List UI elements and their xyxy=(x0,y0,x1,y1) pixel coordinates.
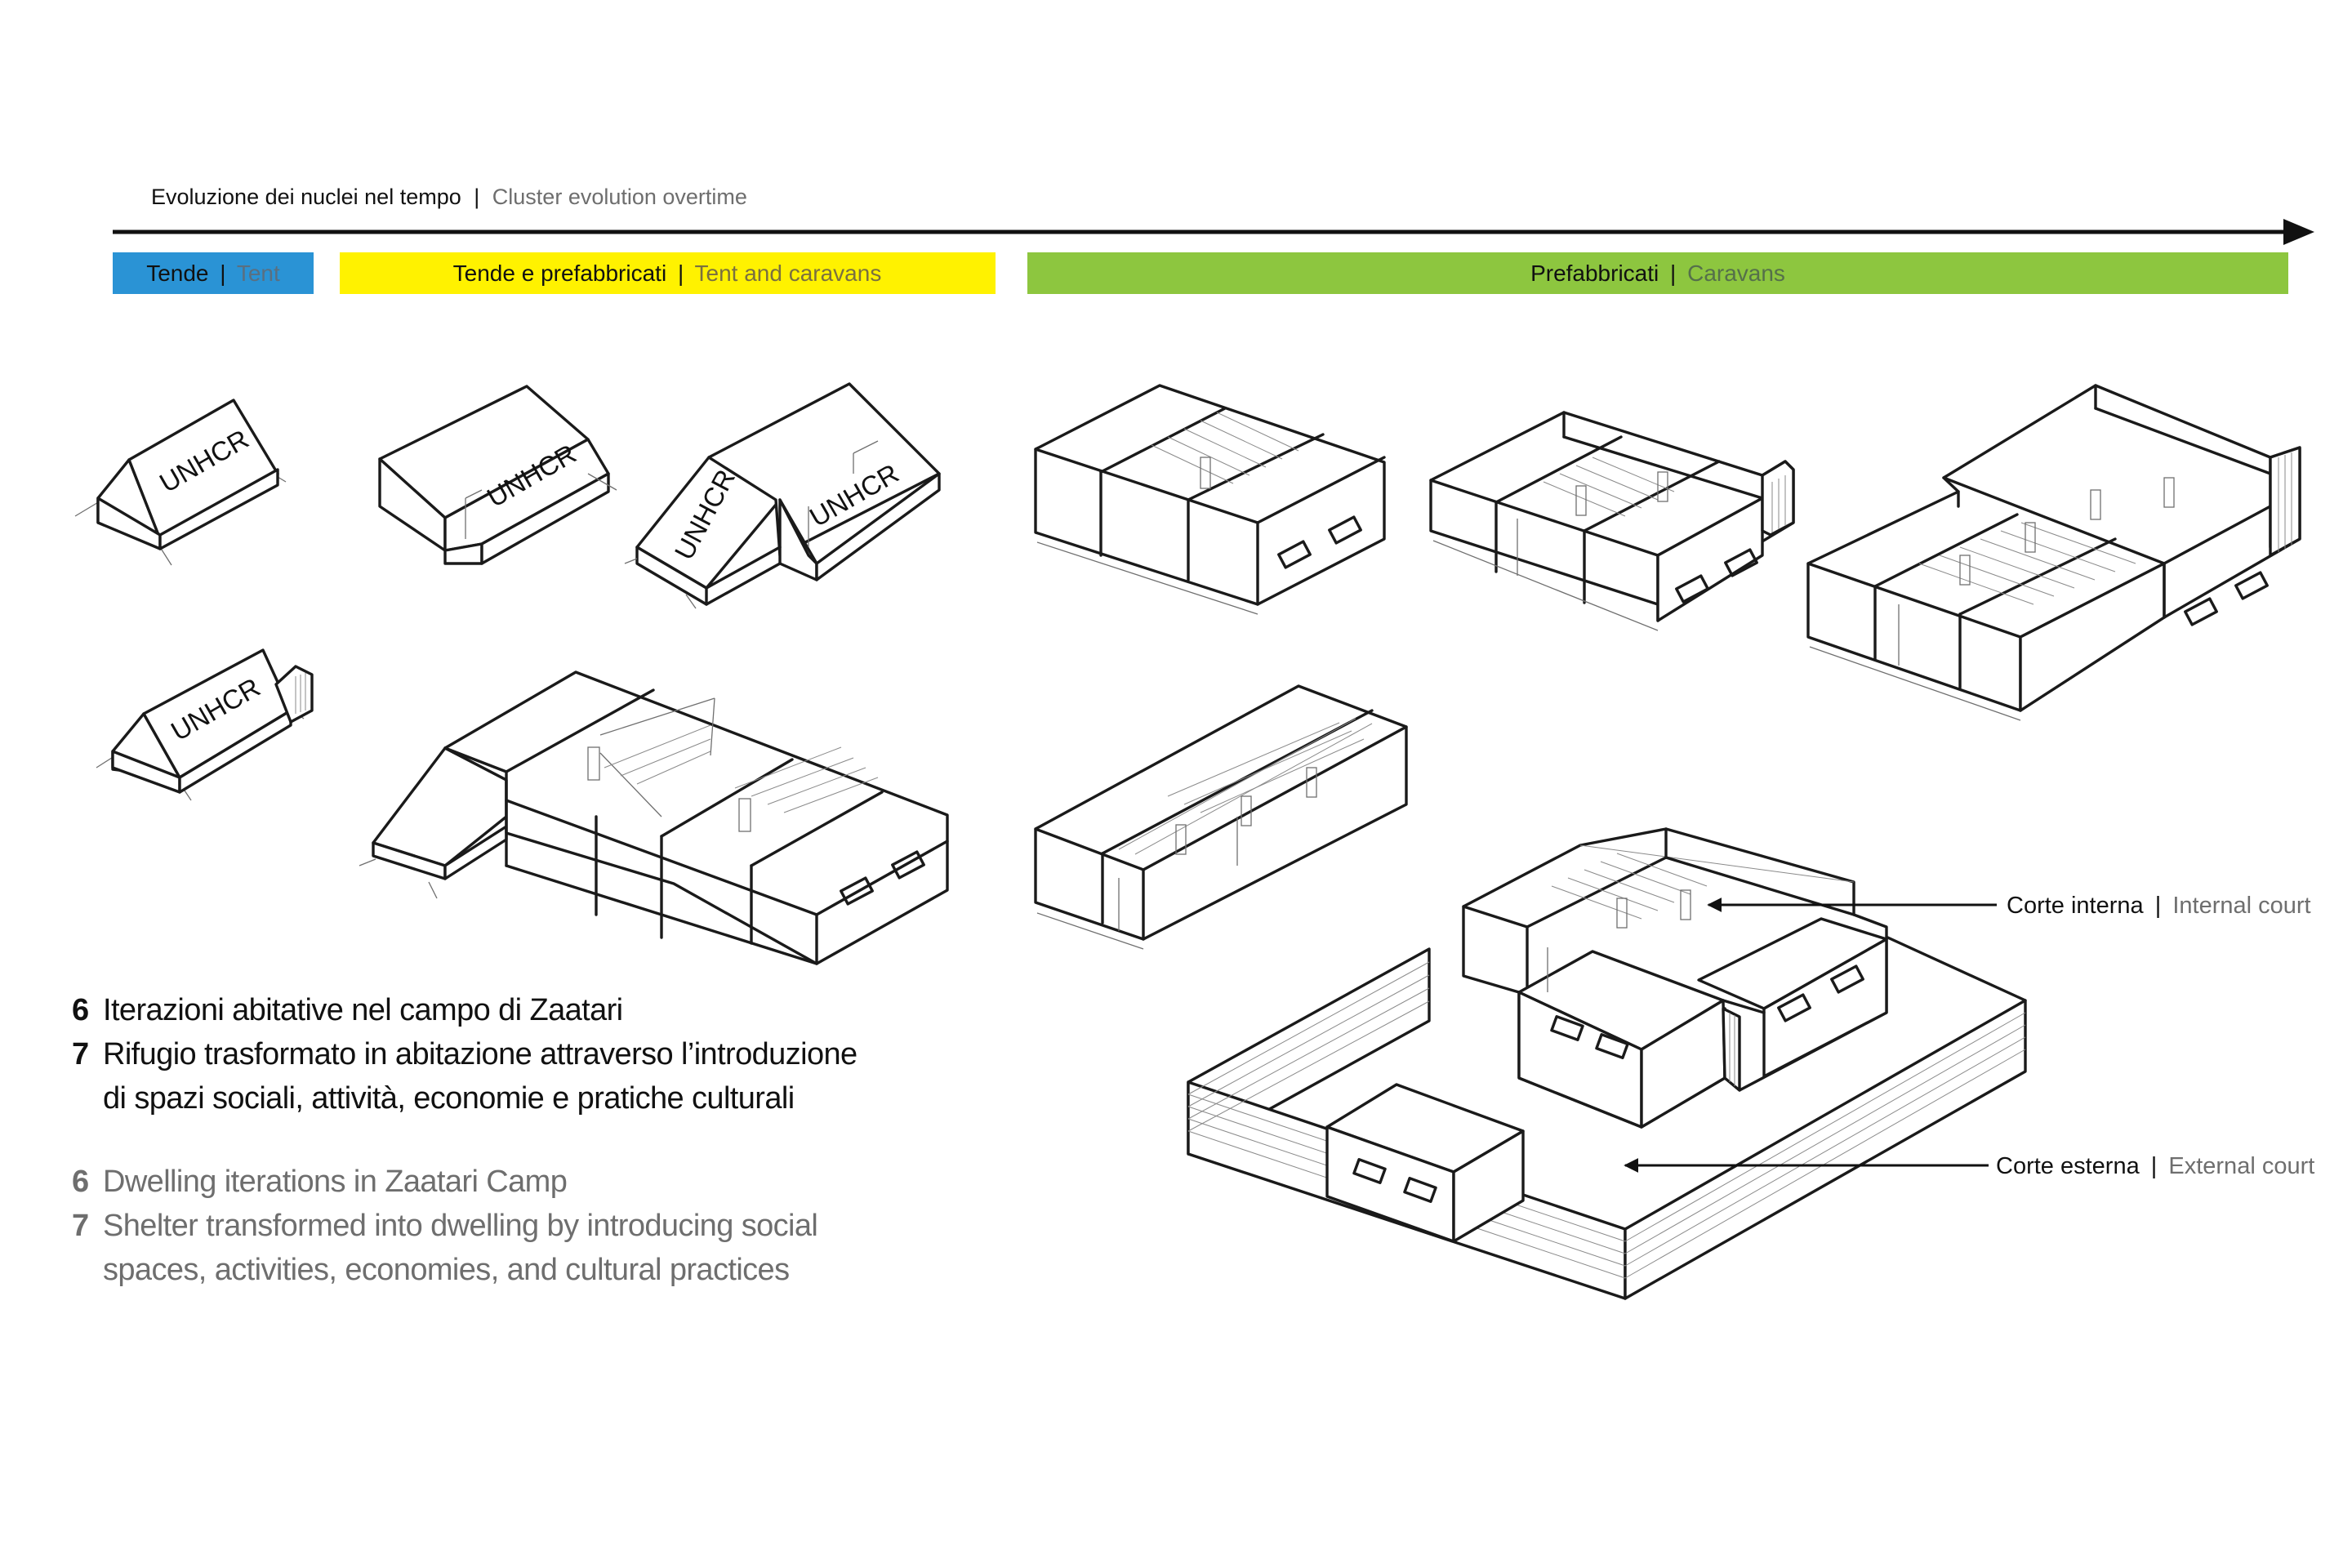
annotation-external-court: Corte esterna | External court xyxy=(1624,1153,2314,1179)
courtyard-cluster xyxy=(1187,827,2027,1300)
svg-text:Corte esterna | Ex: Corte esterna | External court xyxy=(1996,1153,2314,1179)
caption-block: 6 Iterazioni abitative nel campo di Zaata… xyxy=(72,988,970,1292)
svg-text:Corte interna | In: Corte interna | Internal court xyxy=(2007,893,2311,919)
phase-bar-caravans: Prefabbricati | Caravans xyxy=(1027,252,2288,294)
caption-text: Dwelling iterations in Zaatari Camp xyxy=(103,1165,568,1199)
tent-long-block: UNHCR xyxy=(378,385,617,565)
caption-it-7: 7 Rifugio trasformato in abitazione attra… xyxy=(72,1032,970,1076)
tent-and-caravans-cluster xyxy=(359,670,949,965)
svg-text:Tende | Tent: Tende | Tent xyxy=(146,261,280,286)
svg-text:Evoluzione dei nuclei nel temp: Evoluzione dei nuclei nel tempo | Cluste… xyxy=(151,185,747,209)
phase-mixed-label-it: Tende e prefabbricati xyxy=(453,261,667,286)
phase-caravans-label-en: Caravans xyxy=(1687,261,1785,286)
phase-mixed-label-en: Tent and caravans xyxy=(695,261,882,286)
external-court-label-it: Corte esterna xyxy=(1996,1153,2140,1179)
internal-court-label-it: Corte interna xyxy=(2007,893,2145,919)
caption-en-7: 7 Shelter transformed into dwelling by in… xyxy=(72,1204,970,1248)
header-separator: | xyxy=(474,185,479,209)
tent-double: UNHCR UNHCR xyxy=(624,382,941,609)
caption-text: Iterazioni abitative nel campo di Zaatar… xyxy=(103,993,623,1027)
caption-it-7-continued: di spazi sociali, attività, economie e p… xyxy=(103,1081,795,1116)
phase-bar-tent-and-caravans: Tende e prefabbricati | Tent and caravan… xyxy=(340,252,996,294)
caption-en-7-continued: spaces, activities, economies, and cultu… xyxy=(103,1253,790,1287)
timeline-arrow xyxy=(113,219,2314,245)
header-title-it: Evoluzione dei nuclei nel tempo xyxy=(151,185,461,209)
phase-tent-label-en: Tent xyxy=(237,261,280,286)
caption-number: 7 xyxy=(72,1209,89,1243)
caravans-cluster-2 xyxy=(1429,411,1795,631)
caption-it-6: 6 Iterazioni abitative nel campo di Zaata… xyxy=(72,988,970,1032)
caption-en-6: 6 Dwelling iterations in Zaatari Camp xyxy=(72,1160,970,1204)
caption-number: 7 xyxy=(72,1037,89,1071)
internal-court-label-en: Internal court xyxy=(2172,893,2310,919)
caption-number: 6 xyxy=(72,993,89,1027)
tent-single: UNHCR xyxy=(74,399,287,566)
phase-tent-label-it: Tende xyxy=(146,261,208,286)
caption-text: Rifugio trasformato in abitazione attrav… xyxy=(103,1037,858,1071)
caravans-linear xyxy=(1034,684,1408,950)
svg-text:Prefabbricati | Ca: Prefabbricati | Caravans xyxy=(1530,261,1785,286)
caravans-cluster-3 xyxy=(1806,384,2301,721)
phase-bar-tent: Tende | Tent xyxy=(113,252,314,294)
external-court-label-en: External court xyxy=(2168,1153,2314,1179)
caravans-cluster-1 xyxy=(1034,384,1386,615)
arrowhead-icon xyxy=(2283,219,2314,245)
tent-with-annex: UNHCR xyxy=(96,648,314,801)
header-title-en: Cluster evolution overtime xyxy=(492,185,747,209)
phase-caravans-label-it: Prefabbricati xyxy=(1530,261,1659,286)
annotation-internal-court: Corte interna | Internal court xyxy=(1707,893,2311,919)
timeline-header: Evoluzione dei nuclei nel tempo | Cluste… xyxy=(151,185,747,209)
svg-text:Tende e prefabbricati |: Tende e prefabbricati | Tent and caravan… xyxy=(453,261,882,286)
caption-number: 6 xyxy=(72,1165,89,1199)
caption-text: Shelter transformed into dwelling by int… xyxy=(103,1209,818,1243)
